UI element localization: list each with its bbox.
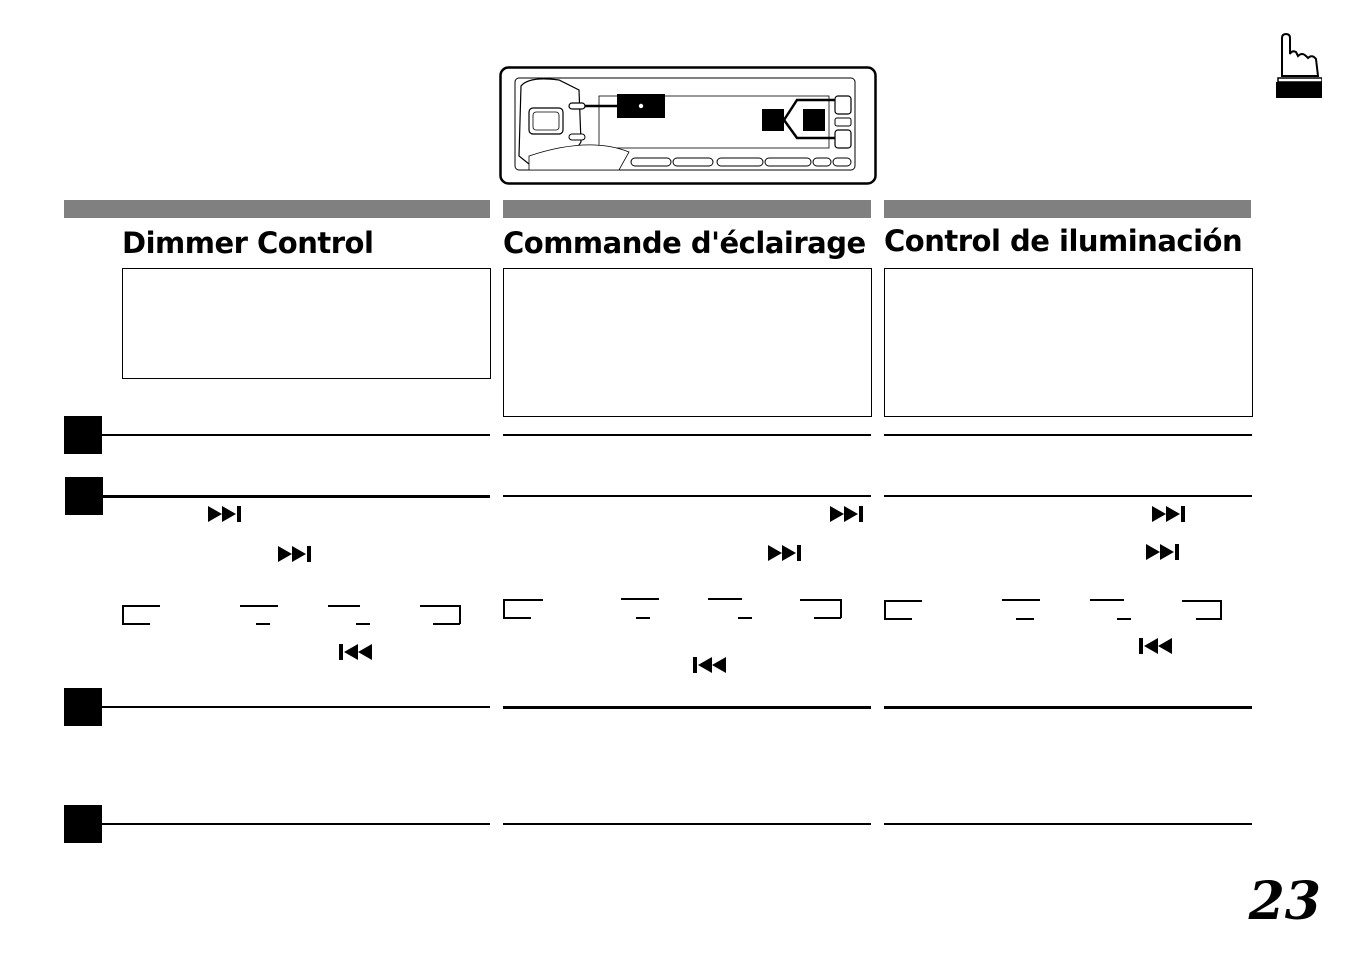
step-marker-2 (65, 477, 103, 515)
step-marker-1 (64, 416, 102, 454)
step-2-rule-es (884, 495, 1252, 497)
step-4-rule-fr (503, 823, 871, 825)
car-stereo-illustration (499, 66, 877, 185)
step-marker-3 (64, 688, 102, 726)
step-marker-4 (64, 805, 102, 843)
intro-box-fr (503, 268, 872, 417)
section-bar-es (884, 200, 1251, 218)
section-bar-fr (503, 200, 871, 218)
page-number: 23 (1248, 871, 1321, 932)
skip-forward-icon (208, 506, 241, 522)
title-es: Control de iluminación (884, 224, 1243, 258)
skip-forward-icon (1152, 506, 1185, 522)
step-1-rule-en (102, 434, 490, 436)
skip-forward-icon (768, 545, 801, 561)
step-1-rule-es (884, 434, 1252, 436)
skip-back-icon (693, 657, 726, 673)
step-1-rule-fr (503, 434, 871, 436)
intro-box-es (884, 268, 1253, 417)
title-en: Dimmer Control (122, 226, 374, 260)
step-2-rule-en (102, 495, 490, 498)
skip-forward-icon (1146, 544, 1179, 560)
skip-forward-icon (830, 506, 863, 522)
step-4-rule-en (102, 823, 490, 825)
pointing-hand-icon (1276, 32, 1323, 98)
section-bar-en (64, 200, 490, 218)
skip-back-icon (1139, 638, 1172, 654)
step-2-rule-fr (503, 495, 871, 497)
intro-box-en (122, 268, 491, 379)
step-3-rule-es (884, 706, 1252, 709)
step-3-rule-en (102, 706, 490, 708)
step-4-rule-es (884, 823, 1252, 825)
step-3-rule-fr (503, 706, 871, 709)
skip-back-icon (339, 644, 372, 660)
skip-forward-icon (278, 546, 311, 562)
title-fr: Commande d'éclairage (503, 226, 866, 260)
